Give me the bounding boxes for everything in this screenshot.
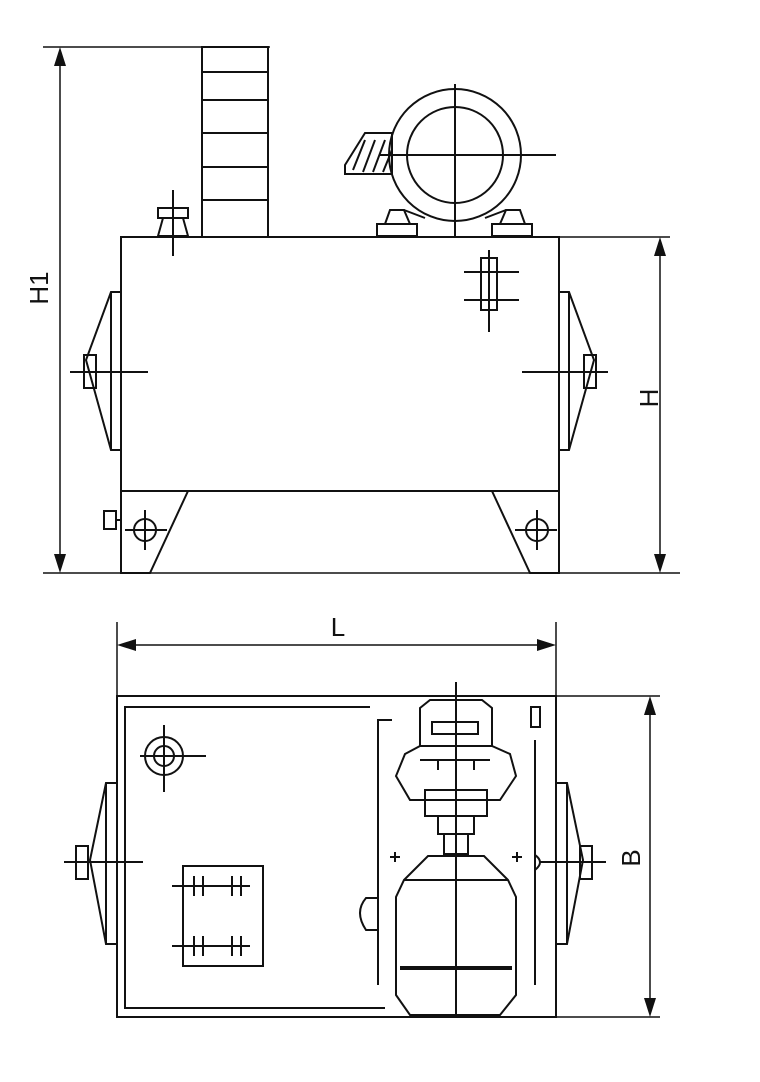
- filler-cap: [156, 190, 190, 256]
- dimension-l-label: L: [331, 612, 345, 642]
- motor-top: [359, 854, 541, 1016]
- level-gauge: [464, 250, 519, 332]
- dimension-h-label: H: [634, 389, 664, 408]
- front-view: H1: [24, 46, 680, 574]
- end-cover-left-top: [64, 782, 143, 945]
- dimension-l: L: [116, 612, 557, 696]
- dimension-h: H: [559, 236, 670, 573]
- drain-plug: [103, 510, 121, 530]
- end-cover-left: [70, 291, 148, 451]
- tank-body: [120, 236, 560, 492]
- terminal-plate: [172, 865, 264, 967]
- support-leg-left: [120, 490, 190, 574]
- top-view: L: [64, 612, 660, 1018]
- motor: [344, 84, 556, 237]
- motor-fan-cover: [344, 132, 393, 175]
- motor-foot-right: [484, 209, 533, 237]
- dimension-h1: H1: [24, 46, 680, 574]
- ladder-stack: [201, 46, 269, 238]
- support-leg-right: [490, 490, 560, 574]
- tank-inner-rim: [124, 706, 385, 1009]
- end-cover-right-top: [540, 782, 606, 945]
- motor-foot-left: [376, 209, 426, 237]
- dimension-b-label: B: [616, 849, 646, 866]
- end-cover-right: [522, 291, 608, 451]
- motor-frame: [377, 706, 541, 985]
- dimension-h1-label: H1: [24, 271, 54, 304]
- dimension-b: B: [556, 695, 660, 1018]
- filler-port: [140, 725, 206, 792]
